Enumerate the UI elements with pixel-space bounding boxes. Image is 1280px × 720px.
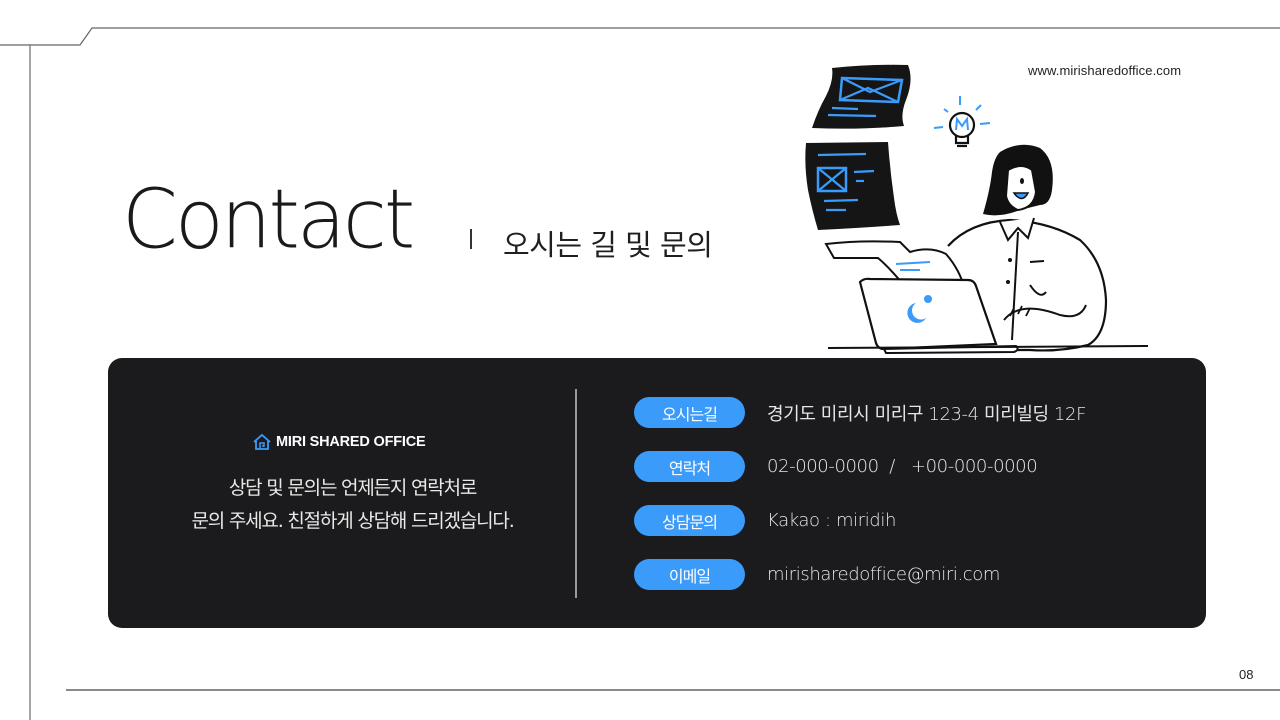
contact-description: 상담 및 문의는 언제든지 연락처로 문의 주세요. 친절하게 상담해 드리겠습… bbox=[140, 472, 565, 538]
address-label-badge: 오시는길 bbox=[634, 397, 745, 428]
brand-label: MIRI SHARED OFFICE bbox=[252, 433, 426, 451]
page-subtitle: 오시는 길 및 문의 bbox=[503, 228, 713, 262]
website-url[interactable]: www.mirisharedoffice.com bbox=[1028, 63, 1182, 78]
title-divider bbox=[470, 229, 472, 249]
page-title: Contact bbox=[122, 172, 415, 267]
info-row-phone: 연락처 02-000-0000 / +00-000-0000 bbox=[634, 451, 1038, 482]
description-line: 문의 주세요. 친절하게 상담해 드리겠습니다. bbox=[191, 510, 514, 532]
phone-label-badge: 연락처 bbox=[634, 451, 745, 482]
brand-name: MIRI SHARED OFFICE bbox=[276, 434, 426, 450]
phone-value[interactable]: 02-000-0000 / +00-000-0000 bbox=[767, 456, 1038, 477]
person-icon bbox=[947, 144, 1108, 352]
info-row-consult: 상담문의 Kakao : miridih bbox=[634, 505, 896, 536]
address-value: 경기도 미리시 미리구 123-4 미리빌딩 12F bbox=[767, 403, 1087, 425]
info-row-email: 이메일 mirisharedoffice@miri.com bbox=[634, 559, 1000, 590]
card-divider bbox=[575, 389, 577, 598]
email-label-badge: 이메일 bbox=[634, 559, 745, 590]
email-document-icon bbox=[805, 142, 900, 230]
email-document-icon bbox=[812, 64, 911, 129]
email-value[interactable]: mirisharedoffice@miri.com bbox=[767, 564, 1001, 585]
kakao-value: Kakao : miridih bbox=[767, 510, 896, 531]
page-number: 08 bbox=[1239, 667, 1254, 682]
house-icon bbox=[253, 433, 271, 450]
info-row-address: 오시는길 경기도 미리시 미리구 123-4 미리빌딩 12F bbox=[634, 397, 1086, 428]
contact-illustration bbox=[805, 64, 1149, 355]
description-line: 상담 및 문의는 언제든지 연락처로 bbox=[228, 477, 477, 499]
consult-label-badge: 상담문의 bbox=[634, 505, 745, 536]
lightbulb-icon bbox=[933, 96, 991, 148]
